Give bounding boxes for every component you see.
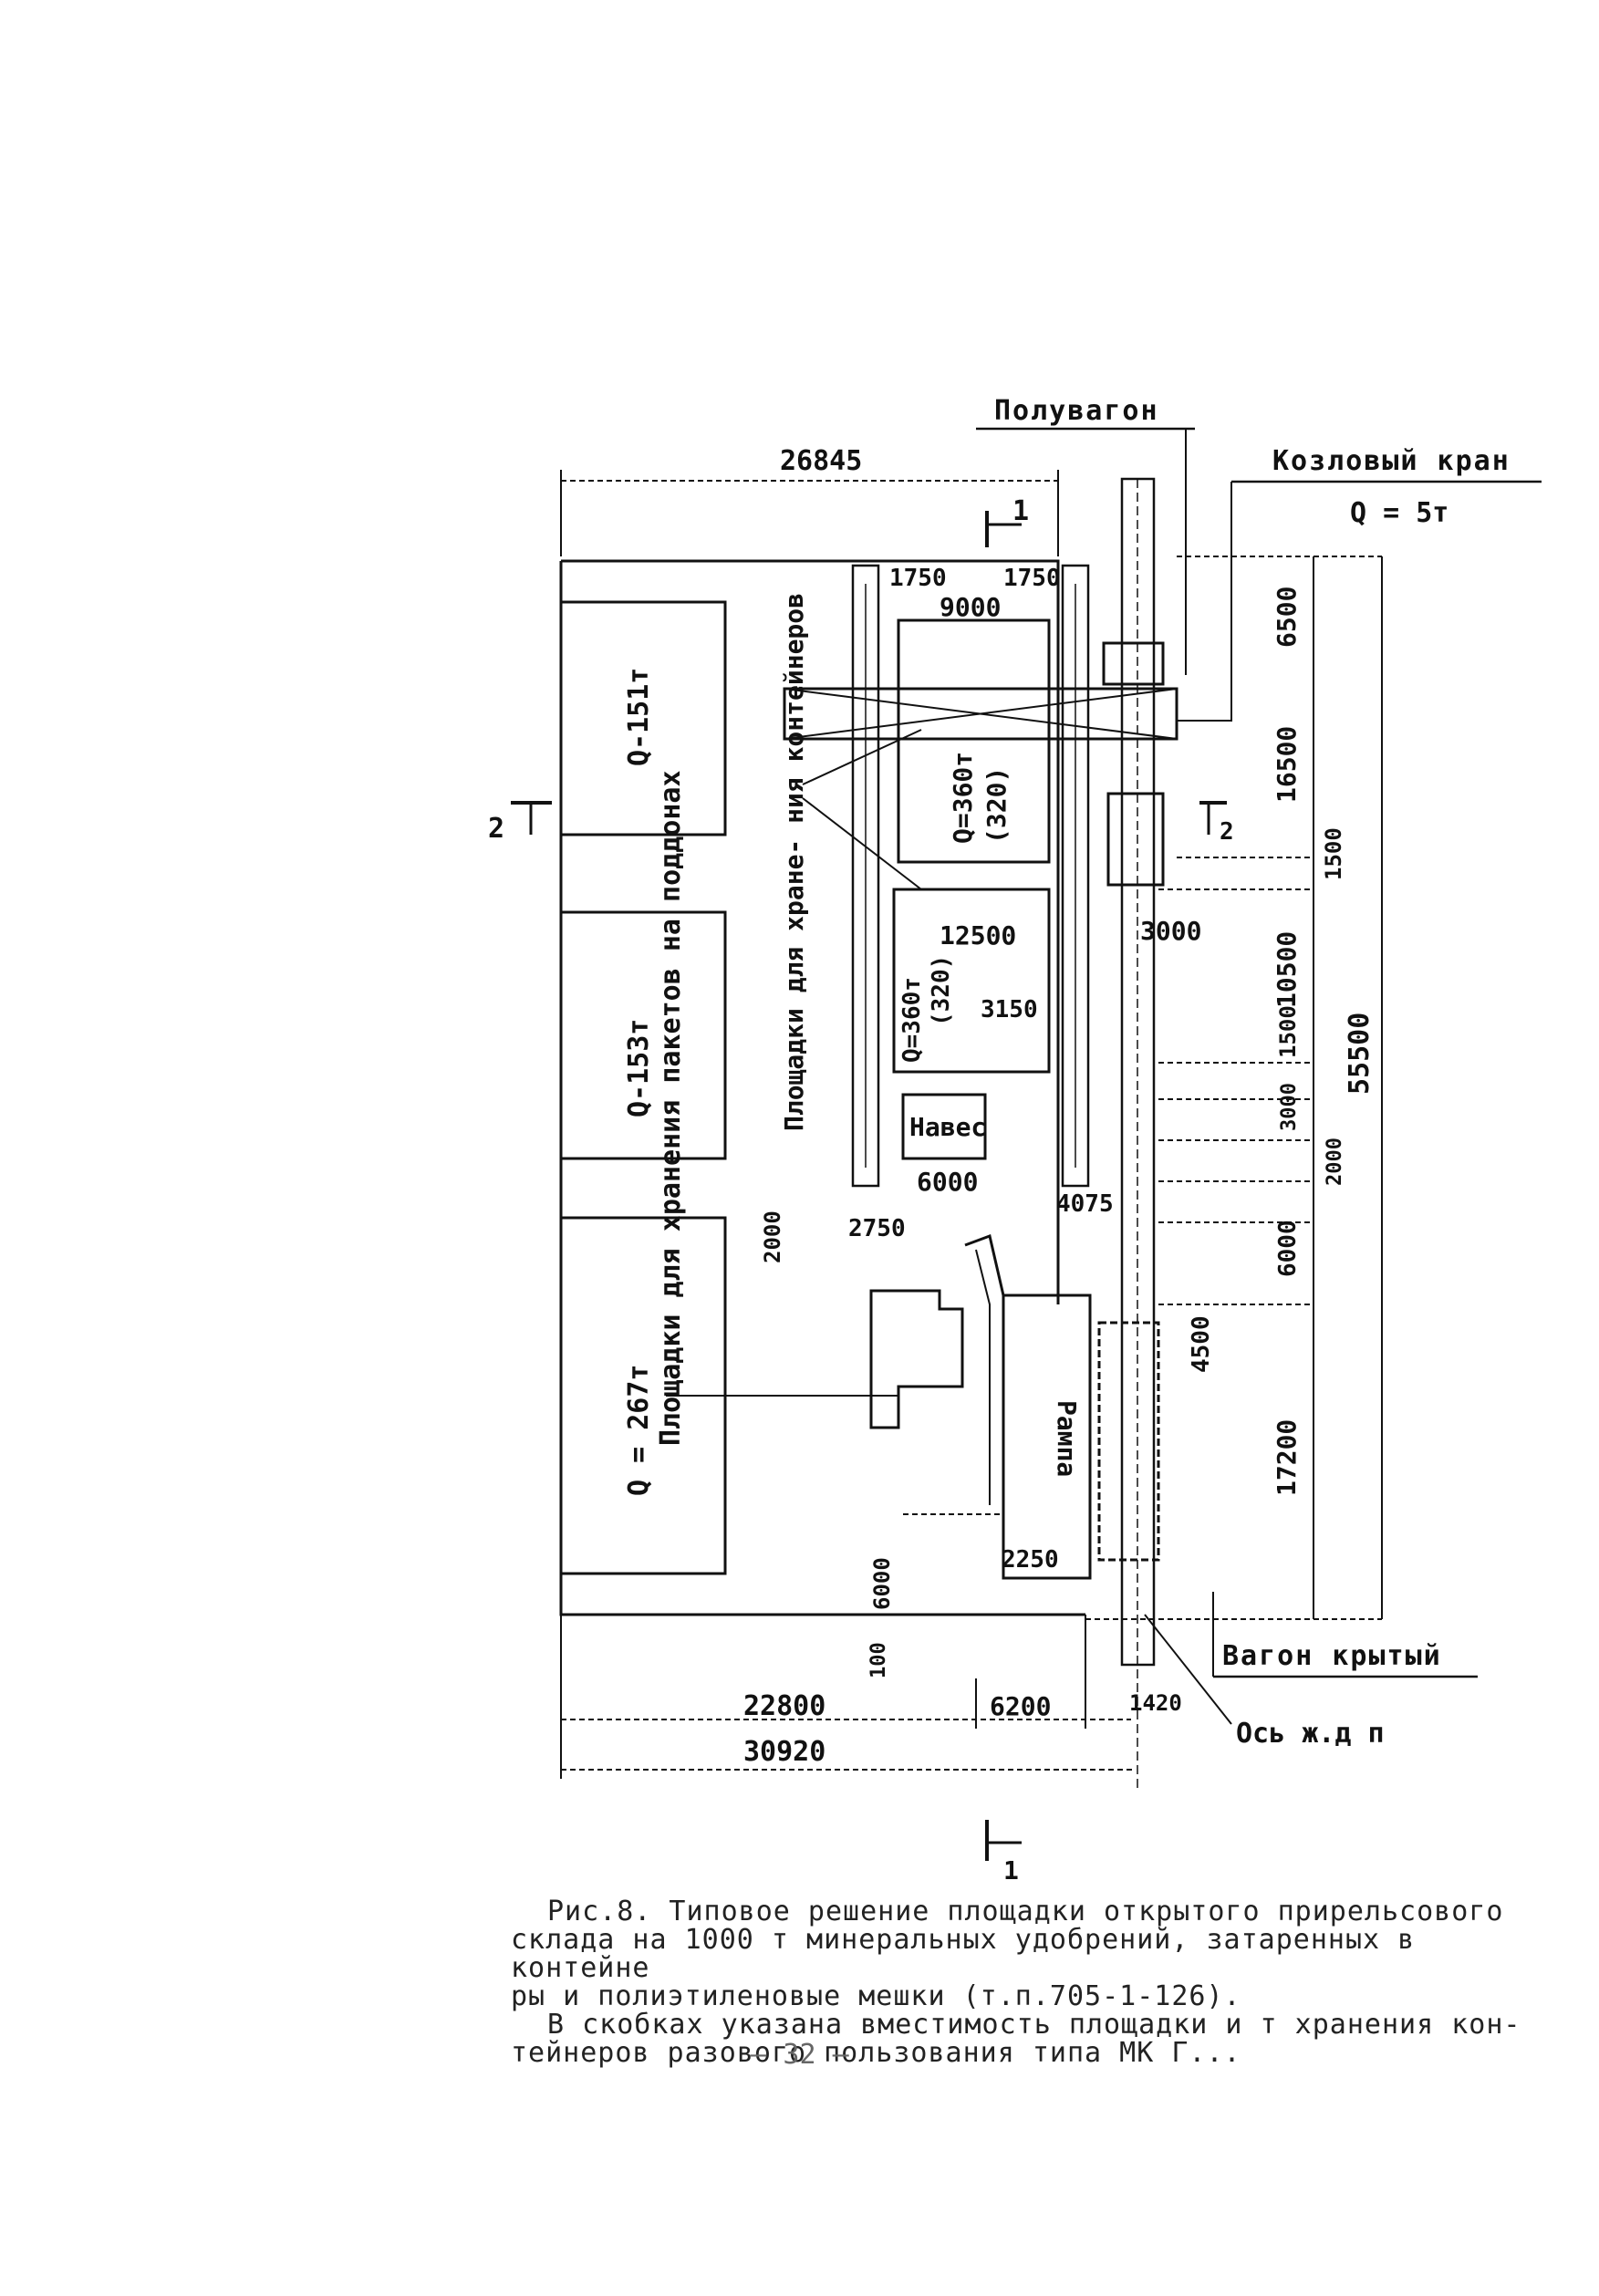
cap-q360-top-sub: (320) <box>981 767 1012 844</box>
dim-12500: 12500 <box>940 920 1016 951</box>
dim-3000-r: 3000 <box>1278 1083 1301 1131</box>
section-1-bottom-label: 1 <box>1003 1855 1019 1886</box>
section-1-top-label: 1 <box>1012 495 1029 527</box>
cap-q360-mid-sub: (320) <box>928 955 955 1026</box>
dim-6000-left: 6000 <box>869 1557 895 1610</box>
dim-22800: 22800 <box>743 1690 825 1722</box>
label-ploshchadki-paketov: Площадки для хранения пакетов на поддона… <box>655 770 687 1446</box>
section-2-right-label: 2 <box>1220 818 1234 846</box>
loading-building <box>869 1289 964 1429</box>
dim-6200: 6200 <box>990 1691 1051 1721</box>
caption-line-4: В скобках указана вместимость площадки и… <box>547 2009 1521 2041</box>
cap-q360-mid: Q=360т <box>898 977 926 1063</box>
dim-1420: 1420 <box>1129 1690 1182 1716</box>
figure-caption: Рис.8. Типовое решение площадки открытог… <box>511 1896 1569 2067</box>
dim-6500: 6500 <box>1272 587 1302 648</box>
leader-kran-line <box>1177 482 1232 722</box>
dim-4075: 4075 <box>1056 1190 1114 1218</box>
dim-2000-r: 2000 <box>1324 1138 1346 1186</box>
naves-box <box>901 1093 987 1160</box>
caption-line-1: Рис.8. Типовое решение площадки открытог… <box>547 1896 1504 1927</box>
pad-q153 <box>559 910 727 1160</box>
label-rampa: Рампа <box>1052 1400 1082 1477</box>
dim-55500: 55500 <box>1344 1013 1376 1095</box>
leader-os-zhd <box>1144 1614 1232 1725</box>
poluvagon-car <box>1106 792 1165 887</box>
dim-3150: 3150 <box>981 996 1038 1023</box>
site-boundary <box>561 559 1060 1304</box>
gantry-crane-x2 <box>784 688 1178 740</box>
dim-10500: 10500 <box>1272 931 1302 1008</box>
pad-q360-mid <box>892 888 1051 1074</box>
dim-2000-left: 2000 <box>760 1210 785 1263</box>
rampa-slope <box>964 1234 1005 1505</box>
caption-line-2: склада на 1000 т минеральных удобрений, … <box>511 1924 1416 1984</box>
cap-q151: Q-151т <box>623 668 655 766</box>
dim-1750-a: 1750 <box>889 565 947 592</box>
label-vagon-kryty: Вагон крытый <box>1222 1640 1442 1672</box>
vagon-kryty-car <box>1097 1321 1160 1562</box>
page-number: – 32 – <box>750 2039 849 2071</box>
label-ploshchadki-konteinerov: Площадки для хране- ния контейнеров <box>779 593 809 1131</box>
dim-1500-a: 1500 <box>1321 827 1346 880</box>
cap-q153: Q-153т <box>623 1019 655 1117</box>
dim-2750: 2750 <box>848 1215 906 1242</box>
rail-right-container <box>1061 564 1090 1188</box>
rampa-slope-inner <box>975 1249 991 1505</box>
dim-30920: 30920 <box>743 1736 825 1768</box>
leader-konteinerov-2 <box>802 729 922 785</box>
caption-line-5: тейнеров разового пользования типа МК Г.… <box>511 2037 1241 2069</box>
dim-6000: 6000 <box>917 1167 978 1197</box>
dim-2250: 2250 <box>1002 1546 1059 1574</box>
caption-line-3: ры и полиэтиленовые мешки (т.п.705-1-126… <box>511 1980 1241 2012</box>
crane-trolley <box>1102 641 1165 686</box>
dim-3000: 3000 <box>1140 916 1201 946</box>
label-kozlovy-kran: Козловый кран <box>1272 445 1511 477</box>
rampa-box <box>1002 1293 1092 1580</box>
label-poluvagon: Полувагон <box>994 395 1159 427</box>
dim-100: 100 <box>867 1642 890 1678</box>
dim-6000-r: 6000 <box>1274 1220 1302 1277</box>
dim-26845: 26845 <box>780 445 862 477</box>
pad-q151 <box>559 600 727 836</box>
leader-konteinerov-1 <box>802 797 922 890</box>
gantry-crane <box>783 687 1178 741</box>
rail-left-container <box>851 564 880 1188</box>
label-kran-q: Q = 5т <box>1350 497 1448 529</box>
label-os-zhd: Ось ж.д п <box>1236 1718 1385 1750</box>
section-2-left-label: 2 <box>488 813 504 845</box>
dim-1750-b: 1750 <box>1003 565 1061 592</box>
dim-16500: 16500 <box>1272 726 1302 803</box>
cap-q360-top: Q=360т <box>948 752 978 844</box>
cap-q267: Q = 267т <box>623 1365 655 1497</box>
label-naves: Навес <box>909 1112 986 1142</box>
dim-1500-b: 1500 <box>1275 1005 1301 1058</box>
dim-9000: 9000 <box>940 592 1001 622</box>
dim-17200: 17200 <box>1272 1419 1302 1496</box>
dim-4500: 4500 <box>1188 1315 1215 1373</box>
